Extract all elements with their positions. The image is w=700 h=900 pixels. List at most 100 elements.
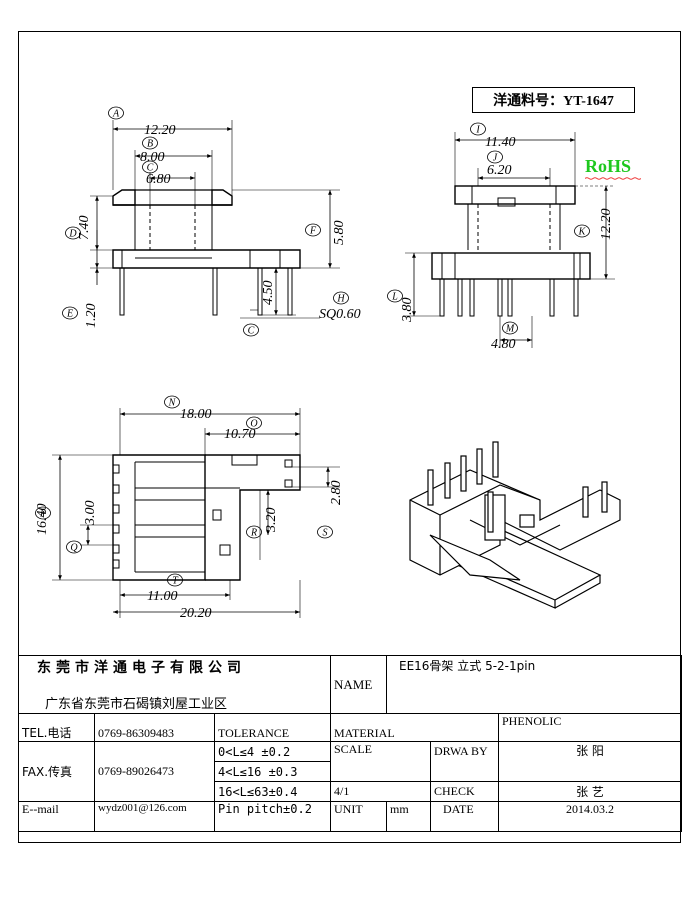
callout-letter-e: E — [66, 309, 73, 320]
callout-letter-h: H — [336, 294, 345, 305]
fax-value-cell: 0769-89026473 — [94, 741, 215, 802]
dimension-c-top: 6.80 — [146, 172, 171, 187]
callout-letter-o: O — [250, 419, 257, 430]
callout-letter-n: N — [168, 398, 177, 409]
dimension-e: 1.20 — [84, 304, 99, 329]
callout-letter-l: L — [391, 292, 398, 303]
company-cell: 东莞市洋通电子有限公司 广东省东莞市石碣镇刘屋工业区 — [18, 655, 331, 714]
drwa-value: 张 阳 — [576, 744, 604, 758]
tolerance-row-3: 16<L≤63±0.4 — [214, 781, 331, 802]
tel-label-cell: TEL.电话 — [18, 713, 95, 742]
rohs-label: RoHS — [585, 156, 632, 176]
callout-circle-s — [317, 525, 333, 539]
tel-label: TEL.电话 — [22, 726, 72, 740]
technical-drawing: 12.208.006.807.401.205.804.50SQ0.6011.40… — [35, 106, 621, 621]
rohs-underline — [585, 177, 641, 180]
callout-letter-k: K — [578, 227, 587, 238]
scale-label: SCALE — [334, 742, 373, 757]
date-value-cell: 2014.03.2 — [497, 801, 683, 832]
material-value-cell: PHENOLIC — [497, 713, 683, 742]
callout-circle-p — [35, 506, 51, 520]
callout-letter-c: C — [248, 326, 255, 337]
dimension-s: 2.80 — [329, 481, 344, 506]
fax-label: FAX.传真 — [22, 765, 73, 779]
callout-letter-m: M — [505, 324, 515, 335]
drwa-value-cell: 张 阳 — [497, 741, 683, 782]
callout-circle-a — [108, 106, 124, 120]
dimension-l: 3.80 — [400, 298, 415, 324]
tolerance-row-1: 0<L≤4 ±0.2 — [214, 741, 331, 762]
callout-circle-t — [167, 573, 183, 587]
dimension-h: SQ0.60 — [319, 307, 361, 322]
name-value: EE16骨架 立式 5-2-1pin — [399, 659, 536, 673]
dimension-i: 11.40 — [485, 135, 515, 150]
callout-circle-c — [243, 323, 259, 337]
unit-value: mm — [390, 802, 409, 817]
callout-letter-c: C — [147, 163, 154, 174]
title-block: 东莞市洋通电子有限公司 广东省东莞市石碣镇刘屋工业区 NAME EE16骨架 立… — [18, 655, 683, 832]
date-value: 2014.03.2 — [566, 802, 615, 817]
callout-letter-t: T — [172, 576, 179, 587]
unit-label: UNIT — [334, 802, 363, 817]
dimension-b: 8.00 — [140, 150, 165, 165]
drwa-label: DRWA BY — [434, 744, 488, 758]
tolerance-label: TOLERANCE — [218, 726, 290, 740]
callout-letter-a: A — [112, 109, 120, 120]
callout-letter-s: S — [323, 528, 328, 539]
dimension-t: 11.00 — [147, 589, 177, 604]
callout-circle-l — [387, 289, 403, 303]
callout-circle-i — [470, 122, 486, 136]
check-label-cell: CHECK — [430, 781, 499, 802]
email-value: wydz001@126.com — [98, 802, 187, 815]
dimension-k: 12.20 — [599, 209, 614, 241]
check-value-cell: 张 艺 — [497, 781, 683, 802]
unit-value-cell: mm — [386, 801, 431, 832]
pin-pitch: Pin pitch±0.2 — [218, 802, 312, 817]
dimension-q: 3.00 — [83, 501, 98, 527]
dimension-f: 5.80 — [332, 221, 347, 246]
callout-letter-i: I — [475, 125, 480, 136]
material-value: PHENOLIC — [502, 714, 562, 729]
part-number-label: 洋通料号：YT-1647 — [493, 94, 614, 109]
scale-value-cell: 4/1 — [330, 781, 431, 802]
callout-circle-k — [574, 224, 590, 238]
date-label: DATE — [443, 802, 474, 817]
company-address: 广东省东莞市石碣镇刘屋工业区 — [45, 697, 228, 712]
dimension-u: 20.20 — [180, 606, 212, 621]
callout-circle-f — [305, 223, 321, 237]
check-value: 张 艺 — [576, 785, 604, 799]
callout-circle-j — [487, 150, 503, 164]
dimension-o: 10.70 — [224, 427, 256, 442]
tolerance-row-2: 4<L≤16 ±0.3 — [214, 761, 331, 782]
callout-circle-e — [62, 306, 78, 320]
callout-circle-q — [66, 540, 82, 554]
callout-letter-b: B — [147, 139, 153, 150]
email-value-cell: wydz001@126.com — [94, 801, 215, 832]
date-label-cell: DATE — [430, 801, 499, 832]
fax-label-cell: FAX.传真 — [18, 741, 95, 802]
tel-value: 0769-86309483 — [98, 726, 174, 740]
dimension-j: 6.20 — [487, 163, 512, 178]
unit-label-cell: UNIT — [330, 801, 387, 832]
tel-value-cell: 0769-86309483 — [94, 713, 215, 742]
dimension-n: 18.00 — [180, 407, 212, 422]
name-value-cell: EE16骨架 立式 5-2-1pin — [385, 655, 683, 714]
callout-letter-f: F — [309, 226, 317, 237]
callout-circle-d — [65, 226, 81, 240]
callout-circle-b — [142, 136, 158, 150]
scale-label-cell: SCALE — [330, 741, 431, 782]
drawing-frame — [18, 31, 681, 843]
drwa-label-cell: DRWA BY — [430, 741, 499, 782]
dimension-labels: 12.208.006.807.401.205.804.50SQ0.6011.40… — [35, 106, 614, 621]
tolerance-label-cell: TOLERANCE — [214, 713, 331, 742]
front-view — [90, 120, 340, 319]
callout-letter-j: J — [493, 153, 498, 164]
pin-pitch-cell: Pin pitch±0.2 — [214, 801, 331, 832]
email-label-cell: E--mail — [18, 801, 95, 832]
name-label: NAME — [334, 676, 373, 692]
side-view — [405, 132, 615, 348]
fax-value: 0769-89026473 — [98, 764, 174, 778]
callout-circle-n — [164, 395, 180, 409]
callout-circle-h — [333, 291, 349, 305]
dimension-r: 3.20 — [264, 508, 279, 534]
